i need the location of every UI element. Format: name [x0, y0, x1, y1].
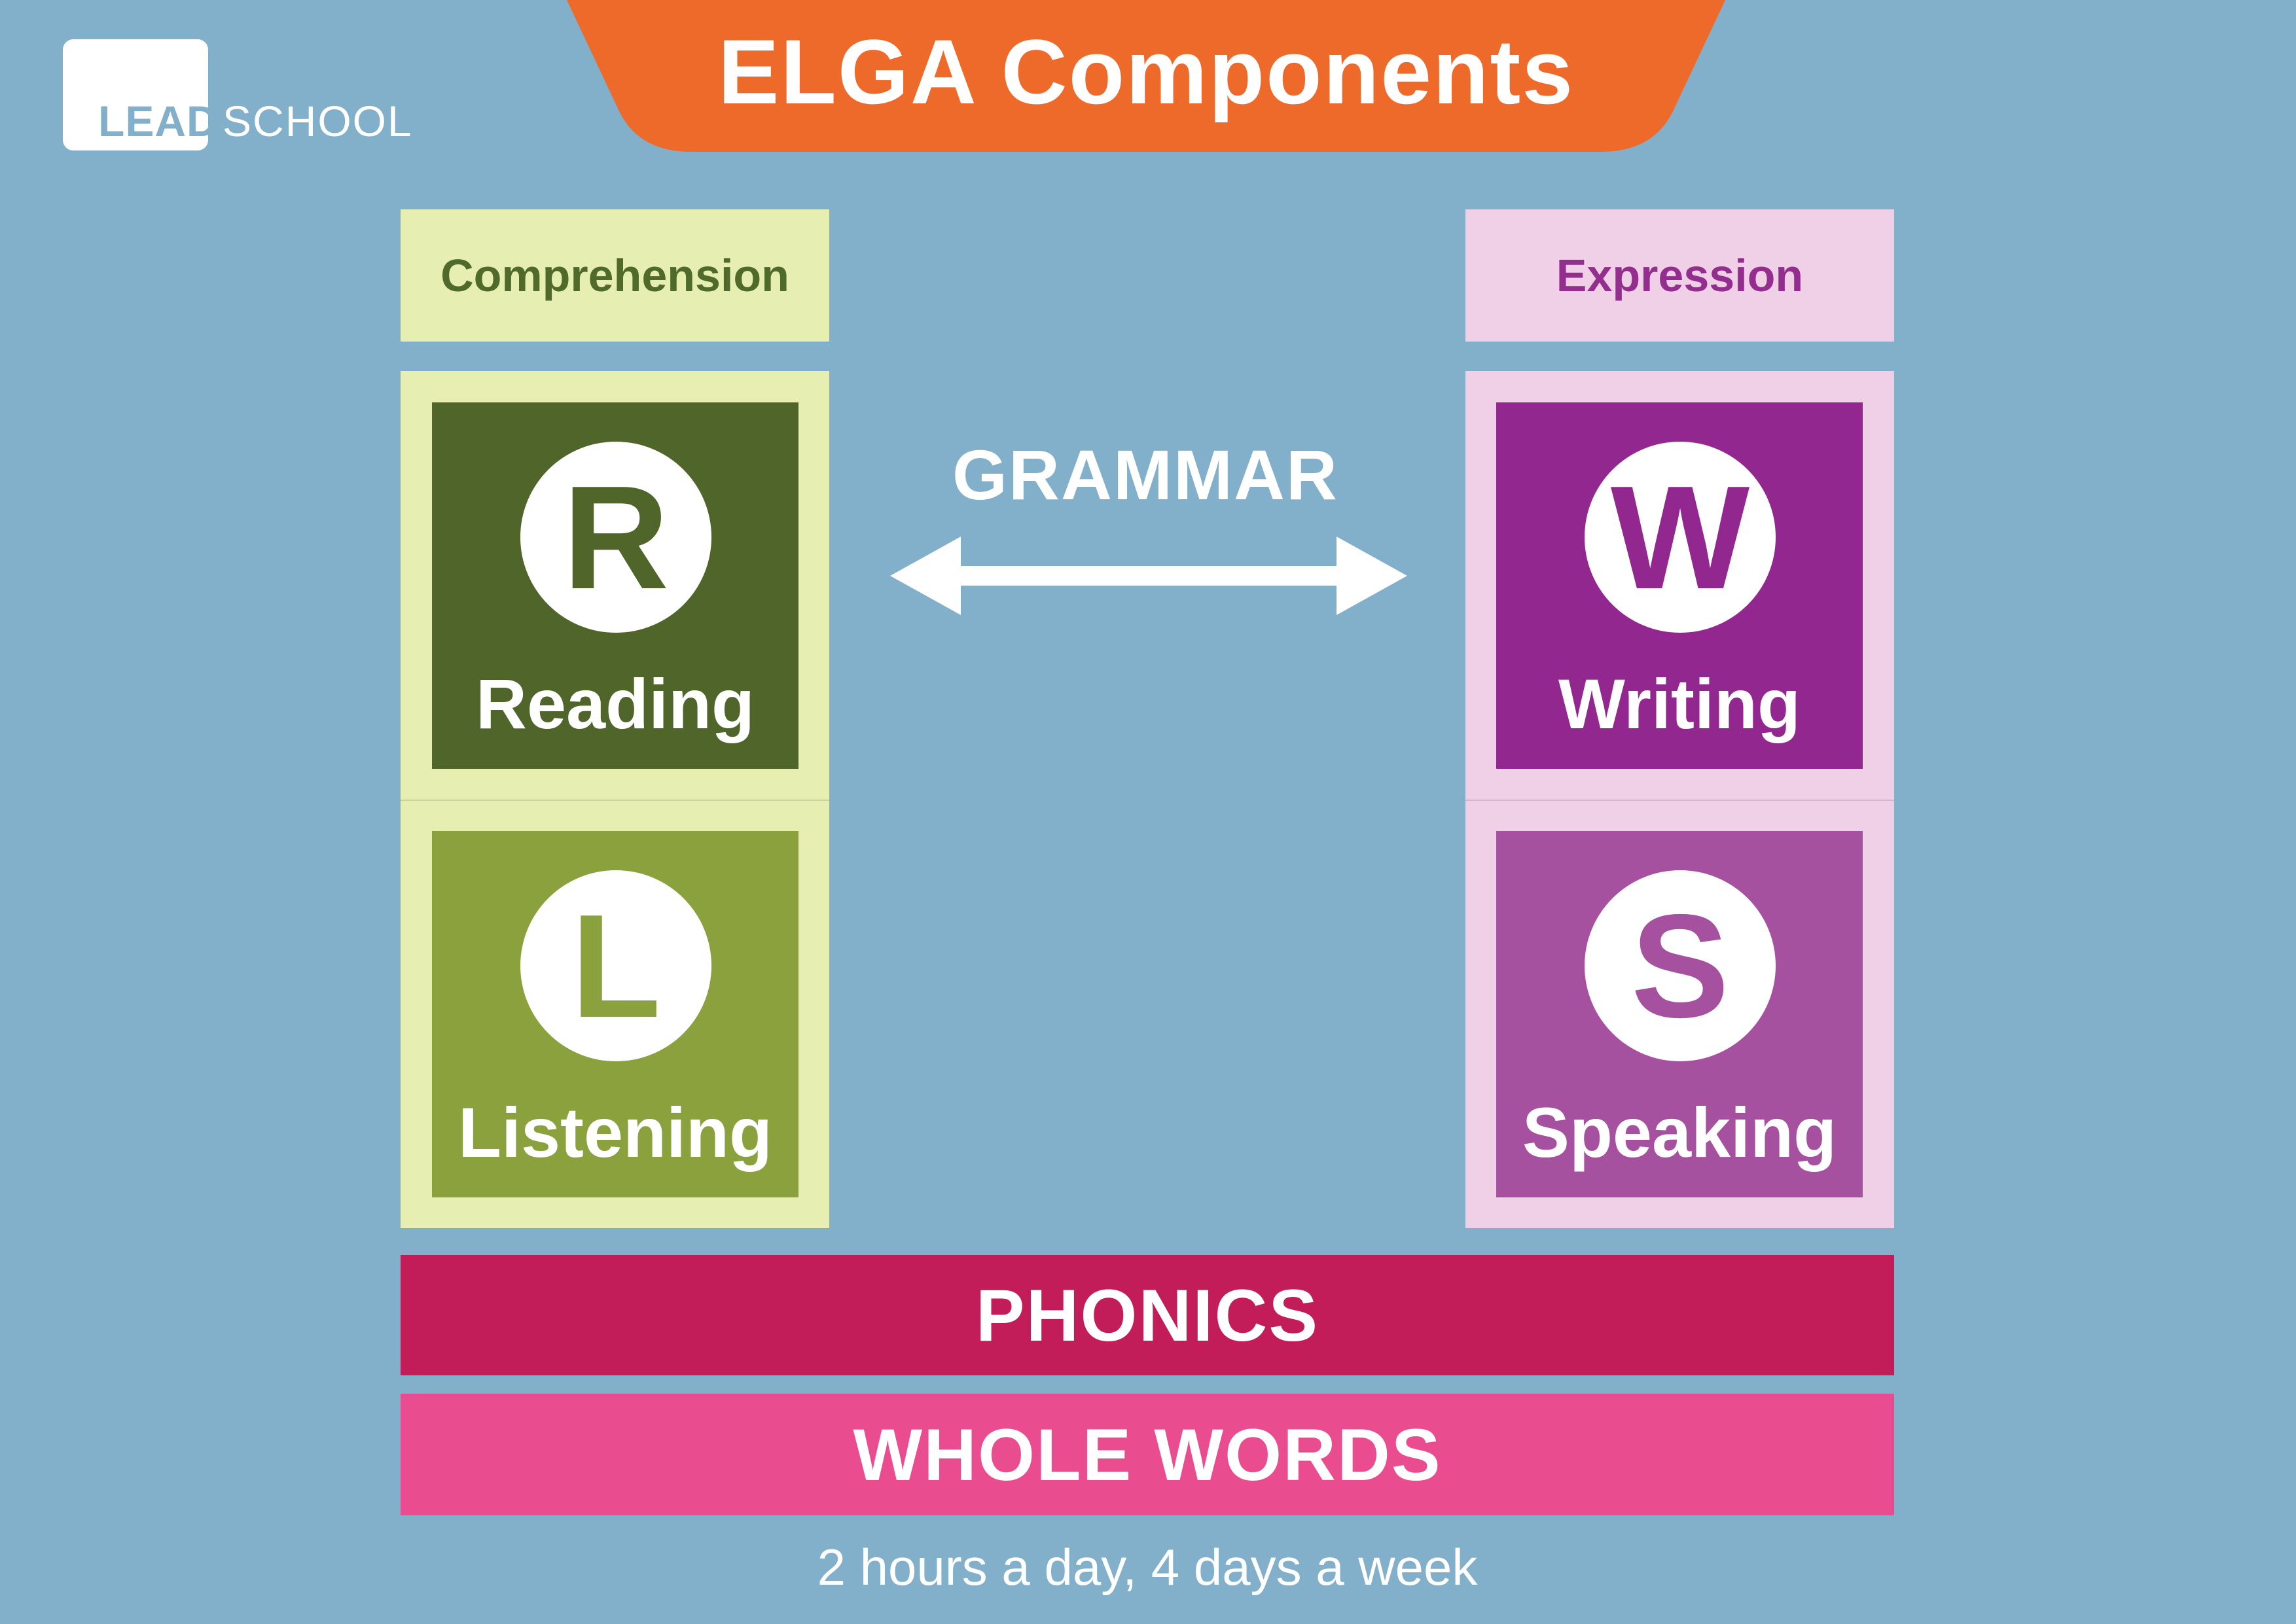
speaking-tile: S Speaking [1496, 831, 1863, 1197]
listening-tile: L Listening [432, 831, 798, 1197]
writing-label: Writing [1558, 663, 1801, 743]
reading-letter-icon: R [520, 442, 711, 633]
grammar-label: GRAMMAR [952, 434, 1338, 514]
schedule-footer: 2 hours a day, 4 days a week [817, 1538, 1478, 1596]
expression-divider [1465, 800, 1894, 801]
writing-letter-icon: W [1585, 442, 1776, 633]
speaking-letter-icon: S [1585, 870, 1776, 1061]
listening-letter-icon: L [520, 870, 711, 1061]
comprehension-header: Comprehension [401, 209, 829, 342]
writing-tile: W Writing [1496, 402, 1863, 769]
speaking-label: Speaking [1522, 1092, 1837, 1172]
comprehension-divider [401, 800, 829, 801]
double-arrow-icon [890, 533, 1407, 622]
title-tab [567, 0, 1725, 152]
title-tab-shape [567, 0, 1725, 152]
logo-school-text: SCHOOL [223, 97, 413, 145]
listening-label: Listening [458, 1092, 772, 1172]
whole-words-bar: WHOLE WORDS [401, 1394, 1894, 1515]
phonics-bar: PHONICS [401, 1255, 1894, 1375]
page-title: ELGA Components [717, 20, 1575, 123]
expression-header: Expression [1465, 209, 1894, 342]
logo-lead-text: LEAD [98, 97, 219, 145]
reading-label: Reading [475, 663, 755, 743]
lead-school-logo [63, 39, 208, 150]
reading-tile: R Reading [432, 402, 798, 769]
